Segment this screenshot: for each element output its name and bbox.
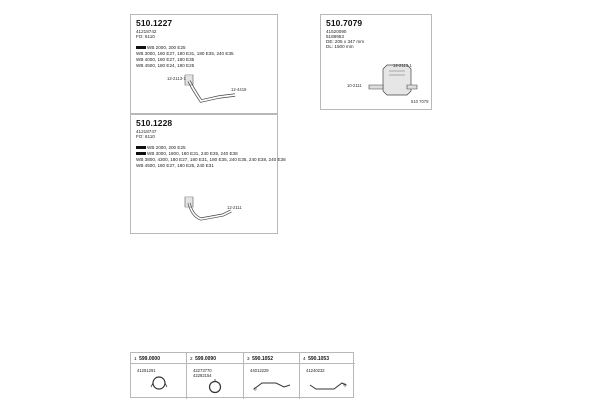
dimensions-2: DL: 1500 mm <box>326 44 354 49</box>
fo-code: FO: 6110 <box>136 34 155 39</box>
item-ref: 41240232 <box>306 368 325 373</box>
reference-number: 41520090 <box>326 29 347 34</box>
strip-separator <box>186 353 187 399</box>
marker-bar-icon <box>136 146 146 150</box>
application-line: WB 3800, 4300, 180 E27, 180 E31, 180 E35… <box>136 157 286 162</box>
item-header: 1 599.0000 <box>134 356 160 362</box>
reference-number-2: 5188953 <box>326 34 344 39</box>
item-ref: 41251291 <box>137 368 156 373</box>
accessory-strip: 1 599.0000 41251291 2 599.0090 42273770 … <box>130 352 355 399</box>
accessory-item[interactable]: 2 599.0090 42273770 42282154 <box>187 353 243 399</box>
accessory-item[interactable]: 1 599.0000 41251291 <box>131 353 186 399</box>
label-left: 10-2111 <box>347 83 362 88</box>
item-header: 2 599.0090 <box>190 356 216 362</box>
muffler-inlet <box>368 84 384 90</box>
muffler-outlet <box>406 84 418 90</box>
bracket-icon <box>253 382 291 391</box>
strip-separator <box>299 353 300 399</box>
application-line: WB 4500, 180 E27, 180 E25, 240 E31 <box>136 163 214 168</box>
marker-bar-icon <box>136 46 146 50</box>
accessory-item[interactable]: 4 590.1053 41240232 <box>300 353 355 399</box>
part-card-510-1228[interactable]: 510.1228 41218747 FO: 6110 WB 2000, 200 … <box>130 114 286 234</box>
muffler-drawing: 10-2111 12-2113-1 510 7079 <box>347 63 429 104</box>
strip-separator <box>243 353 244 399</box>
muffler-body <box>382 64 412 96</box>
label-left: 12-2113-1 <box>167 76 186 81</box>
reference-number: 41218747 <box>136 129 157 134</box>
pipe-flange <box>184 196 194 208</box>
label-top: 12-2113-1 <box>393 63 412 68</box>
clamp-icon <box>208 379 222 394</box>
application-line: WB 3000, 180 E27, 180 E31, 180 E35, 240 … <box>136 51 234 56</box>
exhaust-pipe-drawing: 12-2113-1 12-4419 <box>167 74 247 103</box>
label-bottom: 510 7079 <box>411 99 429 104</box>
pipe-inner <box>188 80 236 103</box>
bracket-icon <box>309 382 347 390</box>
application-line: WB 3000, 1800, 180 E31, 240 E35, 240 E38 <box>136 151 238 156</box>
marker-bar-icon <box>136 152 146 156</box>
exhaust-pipe-drawing: 12-2111 <box>184 196 242 221</box>
reference-number: 41218742 <box>136 29 157 34</box>
pipe-flange <box>184 74 194 86</box>
clamp-icon <box>150 376 168 390</box>
application-line: WB 2000, 200 E25 <box>136 145 186 150</box>
application-line: WB 2000, 200 E25 <box>136 45 186 50</box>
label-right: 12-2111 <box>227 205 242 210</box>
label-right: 12-4419 <box>231 87 247 92</box>
accessory-item[interactable]: 3 590.1052 44012229 <box>244 353 299 399</box>
part-card-510-7079[interactable]: 510.7079 41520090 5188953 DE: 205 x 347 … <box>320 14 432 110</box>
item-header: 4 590.1053 <box>303 356 329 362</box>
pipe-inner <box>188 202 232 220</box>
item-header: 3 590.1052 <box>247 356 273 362</box>
application-line: WB 4000, 180 E27, 180 E35 <box>136 57 195 62</box>
part-number: 510.1227 <box>136 18 173 28</box>
part-number: 510.7079 <box>326 18 363 28</box>
fo-code: FO: 6110 <box>136 134 155 139</box>
dimensions: DE: 205 x 347 mm <box>326 39 365 44</box>
part-number: 510.1228 <box>136 118 173 128</box>
item-ref-2: 42282154 <box>193 373 212 378</box>
item-ref: 42273770 <box>193 368 212 373</box>
item-ref: 44012229 <box>250 368 269 373</box>
part-card-510-1227[interactable]: 510.1227 41218742 FO: 6110 WB 2000, 200 … <box>130 14 278 114</box>
application-line: WB 4500, 180 E24, 180 E25 <box>136 63 195 68</box>
